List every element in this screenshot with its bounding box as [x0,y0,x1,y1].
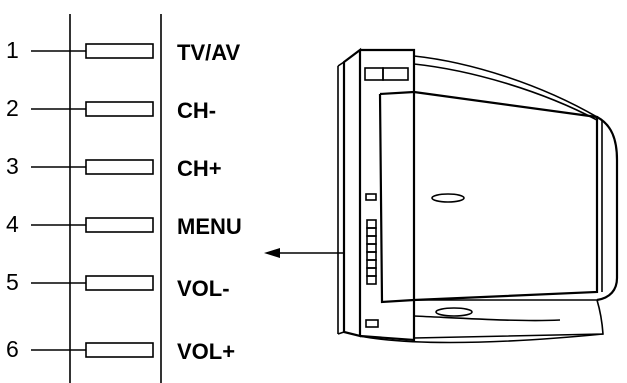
button-label-6: VOL+ [177,339,235,364]
button-number-4: 4 [6,211,19,237]
control-panel-strip [69,14,162,383]
tv-front-bezel [342,47,362,338]
tv-side-buttons [366,219,377,285]
power-button [364,67,384,81]
tv-base [413,299,604,339]
tv-top-curve [413,55,598,118]
button-label-4: MENU [177,214,242,239]
button-number-5: 5 [6,269,19,295]
arrow-left-icon [264,248,344,258]
button-row-1: 1 TV/AV [6,37,240,65]
button-number-3: 3 [6,153,19,179]
button-row-2: 2 CH- [6,95,216,123]
button-1 [85,43,154,59]
button-2 [85,101,154,117]
button-4 [85,217,154,233]
button-row-5: 5 VOL- [6,269,230,301]
button-label-3: CH+ [177,156,222,181]
tv-side-vent [431,193,465,203]
button-3 [85,159,154,175]
tv-front-panel [359,48,416,342]
button-label-1: TV/AV [177,40,240,65]
button-number-2: 2 [6,95,19,121]
power-switch [382,67,409,81]
tv-side-view-icon [337,47,619,344]
button-number-1: 1 [6,37,19,63]
button-number-6: 6 [6,336,19,362]
tv-cabinet-side [413,90,599,302]
button-row-4: 4 MENU [6,211,242,239]
button-label-2: CH- [177,98,216,123]
button-row-6: 6 VOL+ [6,336,235,364]
button-5 [85,275,154,291]
tv-base-vent [435,307,473,317]
button-6 [85,342,154,358]
tv-indicator [365,193,377,201]
button-row-3: 3 CH+ [6,153,222,181]
tv-bottom-slot [365,319,379,328]
button-label-5: VOL- [177,276,230,301]
tv-rear [596,116,619,302]
